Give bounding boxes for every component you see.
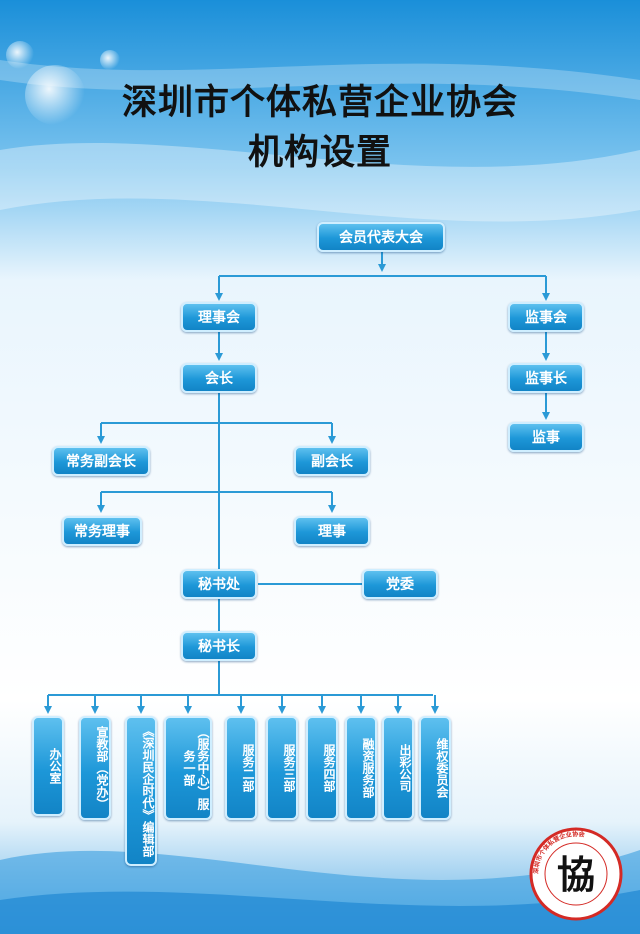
node-president: 会长 bbox=[181, 363, 257, 393]
node-executive-vice-president: 常务副会长 bbox=[52, 446, 150, 476]
department-box-3: 《深圳民企时代》编辑部 bbox=[125, 716, 157, 866]
node-chief-supervisor: 监事长 bbox=[508, 363, 584, 393]
department-box-5: 服务二部 bbox=[225, 716, 257, 820]
department-box-7: 服务四部 bbox=[306, 716, 338, 820]
title-line-2: 机构设置 bbox=[247, 133, 392, 173]
title-line-1: 深圳市个体私营企业协会 bbox=[121, 83, 518, 123]
node-secretariat: 秘书处 bbox=[181, 569, 257, 599]
department-box-2: 宣教部（党办） bbox=[79, 716, 111, 820]
association-logo: 深圳市个体私营企业协会 協 bbox=[529, 827, 623, 921]
node-vice-president: 副会长 bbox=[294, 446, 370, 476]
node-director: 理事 bbox=[294, 516, 370, 546]
department-box-6: 服务三部 bbox=[266, 716, 298, 820]
department-box-8: 融资服务部 bbox=[345, 716, 377, 820]
department-box-1: 办公室 bbox=[32, 716, 64, 816]
node-secretary-general: 秘书长 bbox=[181, 631, 257, 661]
department-box-4: （服务中心）服务一部 bbox=[164, 716, 212, 820]
node-supervisory-board: 监事会 bbox=[508, 302, 584, 332]
node-congress: 会员代表大会 bbox=[317, 222, 445, 252]
logo-character: 協 bbox=[557, 852, 595, 897]
department-connectors bbox=[44, 695, 439, 714]
node-party-committee: 党委 bbox=[362, 569, 438, 599]
department-box-10: 维权委员会 bbox=[419, 716, 451, 820]
department-box-9: 出彩公司 bbox=[382, 716, 414, 820]
node-council: 理事会 bbox=[181, 302, 257, 332]
node-supervisor: 监事 bbox=[508, 422, 584, 452]
page-title: 深圳市个体私营企业协会 机构设置 bbox=[0, 78, 640, 178]
node-executive-director: 常务理事 bbox=[62, 516, 142, 546]
